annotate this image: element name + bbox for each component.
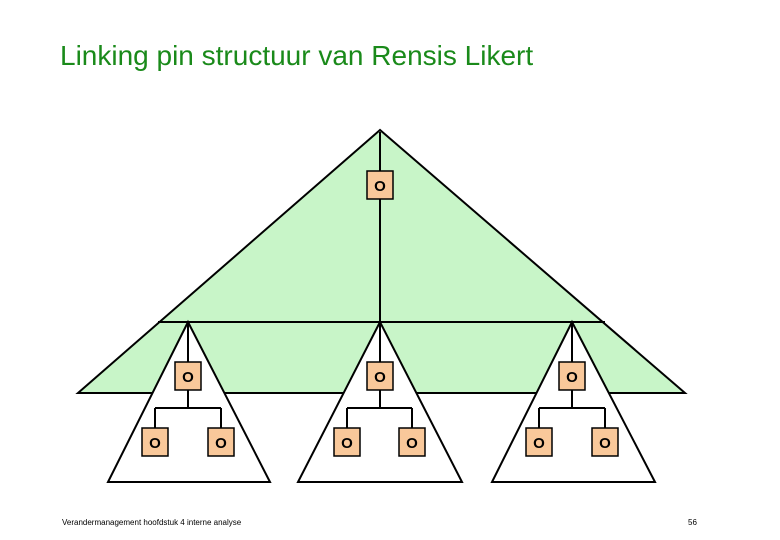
- left-subtree-connectors: [154, 390, 222, 428]
- svg-text:O: O: [215, 435, 227, 452]
- svg-text:O: O: [566, 369, 578, 386]
- svg-text:O: O: [533, 435, 545, 452]
- svg-text:O: O: [341, 435, 353, 452]
- footer-course-label: Verandermanagement hoofdstuk 4 interne a…: [62, 518, 242, 527]
- page-number: 56: [688, 518, 697, 527]
- svg-text:O: O: [599, 435, 611, 452]
- svg-text:O: O: [149, 435, 161, 452]
- svg-text:O: O: [374, 178, 386, 195]
- svg-text:O: O: [406, 435, 418, 452]
- node-leaf-2: O: [207, 427, 235, 457]
- svg-text:O: O: [374, 369, 386, 386]
- node-mid-left: O: [174, 361, 202, 391]
- node-leaf-1: O: [141, 427, 169, 457]
- node-top: O: [366, 170, 394, 200]
- middle-subtree-connectors: [346, 390, 413, 428]
- node-leaf-5: O: [525, 427, 553, 457]
- svg-text:O: O: [182, 369, 194, 386]
- node-mid-center: O: [366, 361, 394, 391]
- node-mid-right: O: [558, 361, 586, 391]
- node-leaf-3: O: [333, 427, 361, 457]
- slide-title: Linking pin structuur van Rensis Likert: [60, 40, 534, 71]
- node-leaf-6: O: [591, 427, 619, 457]
- node-leaf-4: O: [398, 427, 426, 457]
- right-subtree-connectors: [538, 390, 606, 428]
